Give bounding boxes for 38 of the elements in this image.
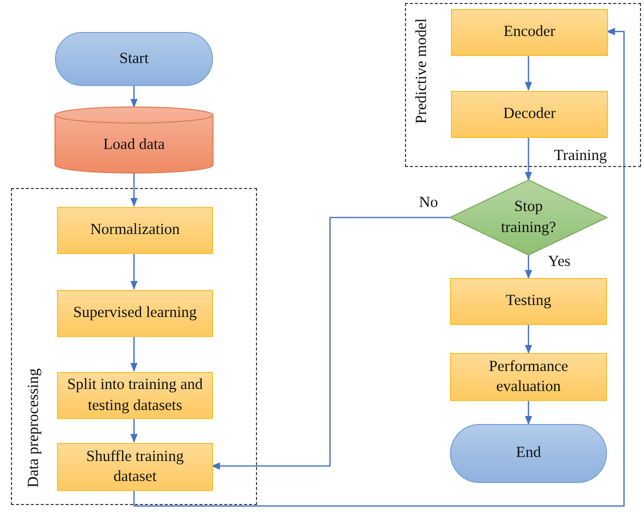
process-box [57, 207, 213, 254]
arrow [524, 55, 532, 91]
step-label: Decoder [502, 104, 557, 124]
step-label: Stop training? [500, 197, 558, 238]
arrow [524, 401, 532, 425]
process-box [57, 290, 213, 337]
arrow [130, 418, 138, 443]
step-label: End [515, 443, 542, 464]
arrow [133, 28, 625, 507]
step-label: Start [118, 48, 150, 69]
arrow [524, 137, 532, 181]
step-label: Shuffle training dataset [85, 446, 185, 487]
step-label: Supervised learning [72, 303, 198, 324]
process-box [450, 278, 607, 325]
arrow [524, 255, 532, 279]
process-box [451, 91, 608, 138]
arrow [130, 336, 138, 372]
group-frame [405, 3, 641, 167]
group-label: Data preprocessing [24, 367, 43, 490]
step-label: Normalization [89, 220, 181, 240]
step-label: Performance evaluation [488, 356, 570, 397]
process-box [450, 353, 607, 401]
step-label: Encoder [502, 22, 556, 42]
process-box [57, 372, 213, 419]
arrow [130, 253, 138, 290]
process-box [57, 443, 213, 491]
arrow [130, 173, 138, 207]
group-frame [11, 188, 257, 505]
arrow [130, 86, 138, 108]
step-label: Load data [102, 134, 166, 155]
arrow [211, 216, 450, 470]
group-label: Training [554, 147, 607, 165]
step-label: Testing [504, 291, 552, 312]
group-label: Predictive model [412, 17, 431, 126]
arrow [524, 325, 532, 354]
step-label: Split into training and testing datasets [66, 375, 204, 416]
terminal-box [55, 32, 213, 86]
process-box [451, 9, 608, 56]
